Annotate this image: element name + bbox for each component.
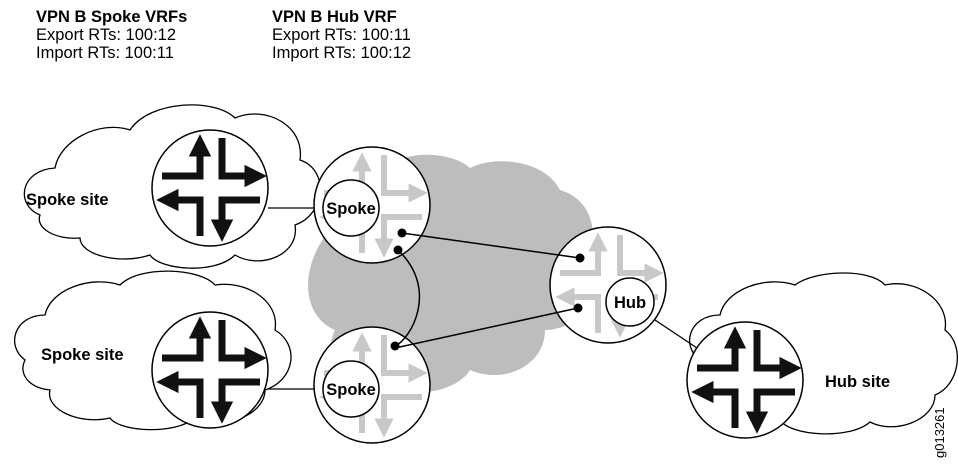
spoke-top-ce-router-icon: [151, 129, 269, 247]
hub-site-label: Hub site: [825, 373, 890, 391]
lsp-endpoint-dot: [575, 253, 585, 263]
hub-export-rt: Export RTs: 100:11: [272, 26, 411, 44]
spoke-site-top-label: Spoke site: [26, 191, 109, 209]
lsp-endpoint-dot: [390, 341, 400, 351]
lsp-endpoint-dot: [393, 245, 403, 255]
spoke-top-vrf-circle: [322, 179, 380, 237]
spoke-bottom-ce-router-icon: [151, 311, 269, 429]
hub-ce-router-icon: [686, 321, 804, 439]
link-hub-pe-ce: [651, 317, 701, 351]
spoke-vrf-rt-label: VPN B Spoke VRFs Export RTs: 100:12 Impo…: [36, 8, 187, 62]
spoke-site-bottom-label: Spoke site: [41, 346, 124, 364]
lsp-spoke-top-to-hub: [401, 232, 581, 259]
spoke-bottom-vrf-label: Spoke: [326, 381, 376, 399]
hub-vrf-circle: [605, 277, 655, 327]
hub-vrf-rt-label: VPN B Hub VRF Export RTs: 100:11 Import …: [272, 8, 411, 62]
spoke-top-vrf-label: Spoke: [326, 200, 376, 218]
lsp-endpoint-dot: [397, 228, 407, 238]
spoke-bottom-vrf-circle: [322, 360, 380, 418]
hub-import-rt: Import RTs: 100:12: [272, 44, 412, 62]
spoke-import-rt: Import RTs: 100:11: [36, 44, 174, 62]
spoke-vrf-heading: VPN B Spoke VRFs: [36, 8, 188, 26]
lsp-spoke-to-spoke: [394, 249, 421, 347]
lsp-spoke-bottom-to-hub: [394, 307, 579, 349]
hub-pe-router-icon: [549, 226, 667, 344]
figure-id: g013261: [932, 407, 947, 458]
lsp-endpoint-dot: [573, 303, 583, 313]
hub-vrf-label: Hub: [614, 294, 646, 312]
spoke-export-rt: Export RTs: 100:12: [36, 26, 177, 44]
hub-vrf-heading: VPN B Hub VRF: [272, 8, 397, 26]
